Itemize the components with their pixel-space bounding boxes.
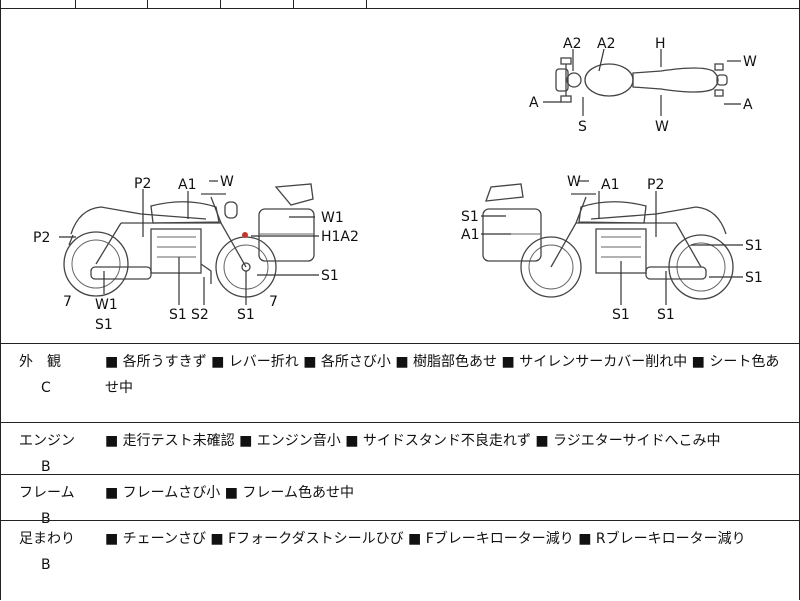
- left-label: S1: [95, 317, 113, 333]
- fork: [210, 196, 222, 224]
- row-items: ■ チェーンさび ■ Fフォークダストシールひび ■ Fブレーキローター減り ■…: [105, 531, 746, 547]
- top-view: A2 A2 H W A S W A: [529, 36, 757, 135]
- row-grade: B: [41, 511, 51, 527]
- row-category: 外 観: [19, 354, 61, 370]
- swing-arm: [675, 222, 702, 268]
- right-label: S1: [461, 209, 479, 225]
- left-label: S1: [321, 268, 339, 284]
- row-category: エンジン: [19, 433, 75, 449]
- muffler: [90, 266, 152, 280]
- row-items: ■ 走行テスト未確認 ■ エンジン音小 ■ サイドスタンド不良走れず ■ ラジエ…: [105, 433, 721, 449]
- left-label: P2: [33, 230, 50, 246]
- headlight-top: [566, 72, 582, 88]
- right-label: S1: [745, 238, 763, 254]
- motorcycle-diagram-svg: A2 A2 H W A S W A: [33, 36, 763, 333]
- front-wheel-right: [520, 236, 582, 298]
- left-label: 7: [63, 294, 72, 310]
- left-label: S2: [191, 307, 209, 323]
- row-header: 足まわり B: [19, 526, 89, 578]
- tank-side: [578, 201, 647, 224]
- top-label: W: [655, 119, 669, 135]
- front-wheel-inner: [528, 244, 574, 290]
- right-label: W: [567, 174, 581, 190]
- muffler: [645, 266, 707, 280]
- tank-side: [150, 201, 220, 224]
- engine-fins: [601, 236, 641, 258]
- header-cell: [75, 0, 148, 8]
- header-cell: [367, 0, 800, 8]
- row-items: ■ フレームさび小 ■ フレーム色あせ中: [105, 485, 354, 501]
- left-label: S1: [169, 307, 187, 323]
- row-grade: B: [41, 459, 51, 475]
- exhaust-pipe: [200, 263, 212, 284]
- condition-row-engine: エンジン B ■ 走行テスト未確認 ■ エンジン音小 ■ サイドスタンド不良走れ…: [1, 422, 799, 475]
- top-label: A: [743, 97, 753, 113]
- front-wheel-top: [555, 68, 569, 92]
- top-label: H: [655, 36, 666, 52]
- headlight: [224, 201, 238, 219]
- left-label: W: [220, 174, 234, 190]
- saddlebag: [258, 208, 315, 262]
- top-label: S: [578, 119, 587, 135]
- right-label: S1: [612, 307, 630, 323]
- rear-wheel-top: [716, 74, 728, 86]
- left-label: W1: [321, 210, 344, 226]
- row-header: フレーム B: [19, 480, 89, 532]
- left-label: W1: [95, 297, 118, 313]
- damage-mark: [242, 232, 248, 238]
- seat-side: [70, 206, 207, 235]
- top-case: [485, 183, 524, 202]
- right-label: A1: [601, 177, 619, 193]
- seat-side: [590, 206, 727, 235]
- engine: [150, 228, 202, 274]
- mirror-left: [560, 57, 572, 65]
- engine-fins: [157, 236, 196, 258]
- left-label: A1: [178, 177, 196, 193]
- top-case: [274, 183, 314, 206]
- right-label: A1: [461, 227, 479, 243]
- left-label: 7: [269, 294, 278, 310]
- left-label: P2: [134, 176, 151, 192]
- leader-line: [598, 48, 605, 72]
- condition-table: 外 観 C ■ 各所うすきず ■ レバー折れ ■ 各所さび小 ■ 樹脂部色あせ …: [0, 343, 800, 600]
- header-cell: [0, 0, 76, 8]
- header-cell: [294, 0, 367, 8]
- header-strip: [0, 0, 800, 8]
- condition-row-suspension: 足まわり B ■ チェーンさび ■ Fフォークダストシールひび ■ Fブレーキロ…: [1, 520, 799, 601]
- seat-top: [632, 67, 719, 93]
- header-cell: [148, 0, 221, 8]
- row-grade: B: [41, 557, 51, 573]
- top-label: W: [743, 54, 757, 70]
- fork: [575, 196, 587, 224]
- right-label: P2: [647, 177, 664, 193]
- rear-wheel-left: [63, 231, 129, 297]
- tail-right: [714, 89, 724, 97]
- row-category: フレーム: [19, 485, 75, 501]
- condition-row-frame: フレーム B ■ フレームさび小 ■ フレーム色あせ中: [1, 474, 799, 527]
- right-label: S1: [745, 270, 763, 286]
- top-label: A2: [563, 36, 581, 52]
- mirror-right: [560, 95, 572, 103]
- right-side-view: W A1 P2 S1 A1 S1 S1 S1 S1: [461, 174, 763, 323]
- row-grade: C: [41, 380, 51, 396]
- header-cell: [221, 0, 294, 8]
- row-category: 足まわり: [19, 531, 75, 547]
- left-label: H1A2: [321, 229, 359, 245]
- top-label: A: [529, 95, 539, 111]
- left-label: S1: [237, 307, 255, 323]
- saddlebag: [482, 208, 542, 262]
- left-side-view: P2 A1 W W1 P2 H1A2 S1 7 W1 S1 S1 S2 S1 7: [33, 174, 359, 333]
- condition-row-exterior: 外 観 C ■ 各所うすきず ■ レバー折れ ■ 各所さび小 ■ 樹脂部色あせ …: [1, 343, 799, 423]
- row-header: エンジン B: [19, 428, 89, 480]
- right-label: S1: [657, 307, 675, 323]
- swing-arm: [95, 222, 122, 265]
- row-items: ■ 各所うすきず ■ レバー折れ ■ 各所さび小 ■ 樹脂部色あせ ■ サイレン…: [105, 354, 780, 396]
- row-header: 外 観 C: [19, 349, 89, 401]
- tail-left: [714, 63, 724, 71]
- rear-wheel-inner: [71, 239, 121, 289]
- top-label: A2: [597, 36, 615, 52]
- damage-diagram: A2 A2 H W A S W A: [0, 8, 800, 344]
- tank-top: [584, 63, 634, 97]
